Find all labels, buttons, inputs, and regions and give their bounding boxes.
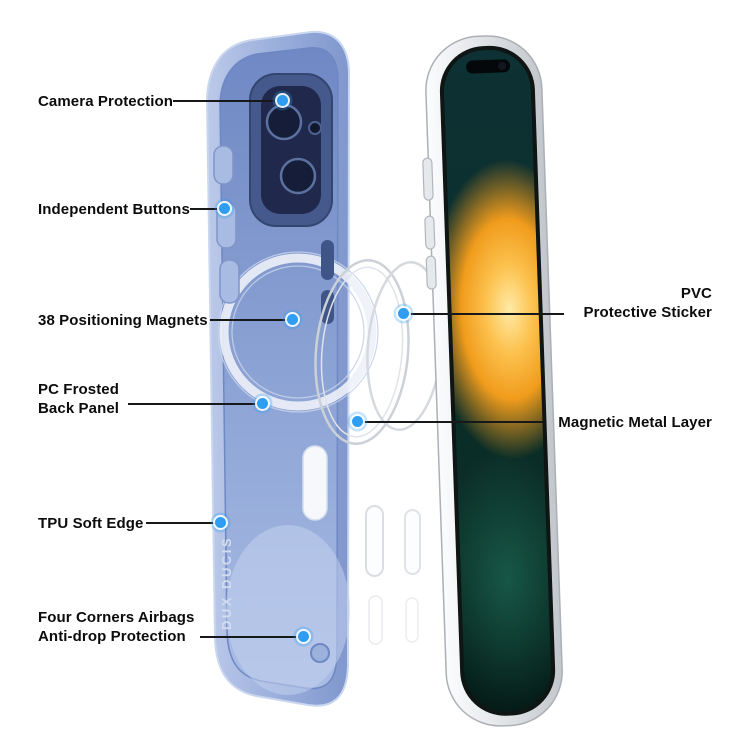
magnet-ring: [217, 251, 379, 413]
phone-screen: [442, 49, 553, 712]
callout-dot-pvc-protective-sticker: [398, 308, 409, 319]
phone-side-buttons: [422, 157, 437, 290]
callout-line-independent-buttons: [190, 208, 224, 210]
callout-dot-positioning-magnets: [287, 314, 298, 325]
callout-dot-pc-frosted-back-panel: [257, 398, 268, 409]
frosted-panel: [226, 525, 350, 695]
callout-label-positioning-magnets: 38 Positioning Magnets: [38, 312, 208, 329]
callout-line-tpu-soft-edge: [146, 522, 220, 524]
callout-label-independent-buttons: Independent Buttons: [38, 201, 190, 218]
callout-line-pvc-protective-sticker: [404, 313, 564, 315]
callout-dot-tpu-soft-edge: [215, 517, 226, 528]
callout-line-positioning-magnets: [210, 319, 292, 321]
magnet-rings-illustration: [314, 259, 444, 645]
callout-line-pc-frosted-back-panel: [128, 403, 262, 405]
callout-dot-four-corners-airbags: [298, 631, 309, 642]
interior-button-moulds: [321, 240, 334, 324]
callout-label-tpu-soft-edge: TPU Soft Edge: [38, 515, 144, 532]
dynamic-island: [466, 59, 511, 74]
callout-dot-camera-protection: [277, 95, 288, 106]
corner-airbag-hole: [310, 643, 330, 663]
callout-dot-magnetic-metal-layer: [352, 416, 363, 427]
callout-line-camera-protection: [173, 100, 277, 102]
callout-line-magnetic-metal-layer: [358, 421, 543, 423]
case-side-buttons: [213, 145, 240, 304]
callout-label-magnetic-metal-layer: Magnetic Metal Layer: [558, 414, 712, 431]
callout-label-camera-protection: Camera Protection: [38, 93, 174, 110]
brand-text: DUX DUCIS: [219, 536, 234, 630]
callout-label-pc-frosted-back-panel: PC Frosted Back Panel: [38, 381, 120, 417]
callout-label-pvc-protective-sticker: PVC Protective Sticker: [583, 285, 712, 321]
callout-dot-independent-buttons: [219, 203, 230, 214]
camera-cutout: [249, 73, 333, 227]
callout-label-four-corners-airbags: Four Corners Airbags Anti-drop Protectio…: [38, 609, 195, 645]
case-illustration: DUX DUCIS: [205, 30, 379, 707]
phone-illustration: [422, 35, 563, 727]
alignment-notch: [302, 445, 328, 521]
callout-line-four-corners-airbags: [200, 636, 303, 638]
